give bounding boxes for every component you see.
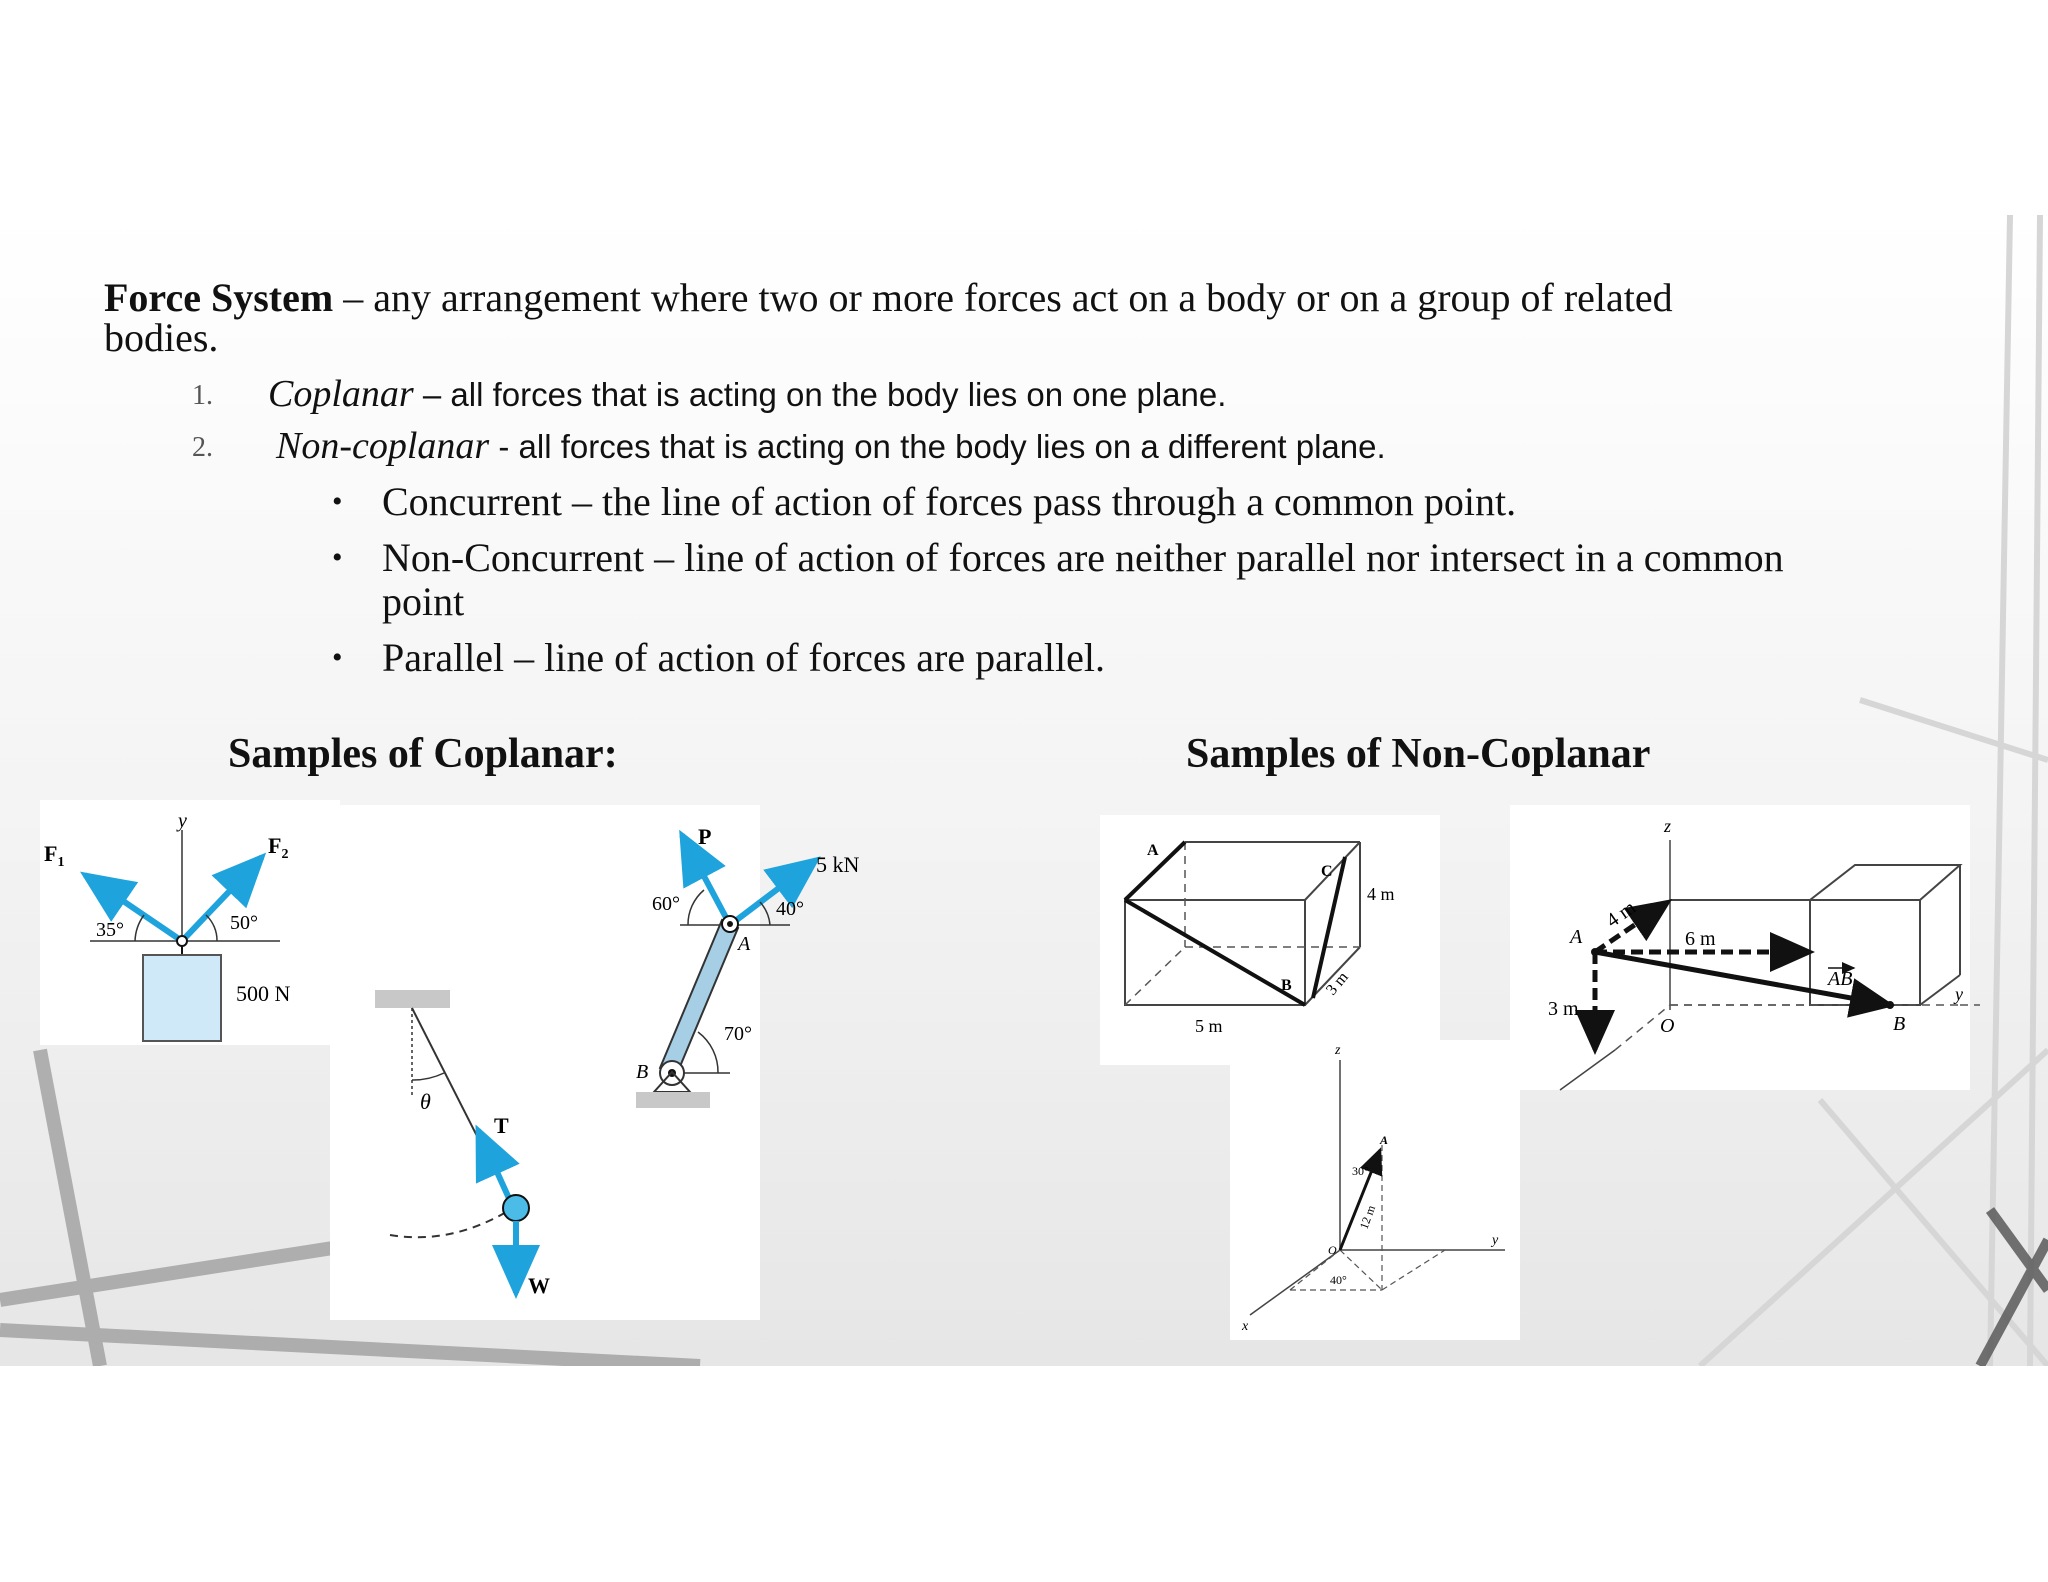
force-p-arrow [679,829,733,927]
force-5kn-arrow [728,856,821,928]
box-depth-label: 3 m [1323,968,1352,998]
bullet-dot: • [332,641,343,674]
list-separator: - [489,428,519,465]
angle-40: 40° [776,898,804,920]
axes-x-label: x [1241,1319,1249,1334]
point-b-label: B [1893,1013,1905,1035]
bullet-parallel: • Parallel – line of action of forces ar… [332,635,1105,680]
axes-z-label: z [1334,1043,1341,1058]
axes-angle-40: 40° [1330,1273,1347,1287]
angle-70: 70° [724,1023,752,1045]
definition-text-2: bodies. [104,315,219,360]
b-label: B [636,1061,648,1083]
angle-35: 35° [96,919,124,941]
figure-box-vector: z A 4 m 6 m 3 m O AB B y [1548,816,1980,1091]
definition-term: Force System [104,275,334,320]
vector-oa [1338,1147,1383,1251]
member-bar [658,918,740,1078]
weight-label: 500 N [236,981,291,1006]
heading-coplanar: Samples of Coplanar: [228,731,618,777]
heading-non-coplanar: Samples of Non-Coplanar [1186,731,1651,777]
bullet-dot: • [332,485,343,518]
box-a-label: A [1147,842,1159,859]
z-axis-label: z [1663,816,1671,836]
f2-label: F2 [268,833,288,862]
bullet-dot: • [332,541,343,574]
figure-member: P 5 kN 60° 40° A 70° B [636,824,860,1108]
theta-label: θ [420,1089,431,1114]
list-term: Coplanar [268,373,414,415]
angle-60: 60° [652,893,680,915]
ground-support [636,1092,710,1108]
point-a-label: A [1568,926,1583,948]
axes-angle-30: 30° [1352,1164,1369,1178]
w-label: W [528,1273,550,1298]
bob [502,1194,530,1222]
origin-label: O [1660,1015,1674,1037]
axes-length: 12 m [1357,1203,1379,1231]
list-separator: – [413,376,451,413]
block [142,954,222,1042]
box-b-label: B [1281,977,1292,994]
angle-50: 50° [230,912,258,934]
bullet-text: Non-Concurrent – line of action of force… [382,535,1784,580]
list-description: all forces that is acting on the body li… [518,428,1386,465]
tension-arrow [475,1124,520,1207]
bullet-non-concurrent: • Non-Concurrent – line of action of for… [332,535,1784,624]
figure-block-forces: y F1 F2 35° 50° 500 N [44,810,291,1042]
vector-ab-label: AB [1826,968,1852,990]
t-label: T [494,1113,509,1138]
bullet-text: Parallel – line of action of forces are … [382,635,1105,680]
force-f2-arrow [179,852,267,944]
load-label: 5 kN [816,852,860,877]
force-f1-arrow [80,871,184,944]
bullet-text: Concurrent – the line of action of force… [382,479,1517,524]
f1-label: F1 [44,841,64,870]
definition-text-1: – any arrangement where two or more forc… [333,275,1673,320]
box-width-label: 5 m [1195,1016,1223,1036]
y-axis-label-2: y [1953,984,1963,1004]
a-label: A [736,933,751,955]
vector-ab [1594,949,1895,1018]
axes-origin: O [1328,1243,1337,1257]
axes-y-label: y [1490,1233,1499,1248]
list-number: 1. [192,380,213,411]
dim-3m: 3 m [1548,998,1579,1020]
figure-axes-vector: z y x A 30° 12 m O 40° [1241,1043,1505,1334]
y-axis-label: y [176,810,187,832]
list-item-non-coplanar: 2. Non-coplanar - all forces that is act… [192,424,1386,468]
figure-pendulum: θ T W [375,990,550,1299]
dim-6m: 6 m [1685,928,1716,950]
bullet-text-cont: point [382,579,465,624]
list-description: all forces that is acting on the body li… [450,376,1227,413]
bullet-concurrent: • Concurrent – the line of action of for… [332,479,1517,524]
box-height-label: 4 m [1367,884,1395,904]
list-term: Non-coplanar [276,425,490,467]
box-c-label: C [1321,863,1333,880]
list-item-coplanar: 1. Coplanar – all forces that is acting … [192,372,1226,416]
axes-a-label: A [1379,1133,1388,1147]
p-label: P [698,824,711,849]
list-number: 2. [192,432,213,463]
figure-box-diagonals: A C B 4 m 5 m 3 m [1123,840,1395,1036]
definition-paragraph: Force System – any arrangement where two… [104,278,2004,358]
